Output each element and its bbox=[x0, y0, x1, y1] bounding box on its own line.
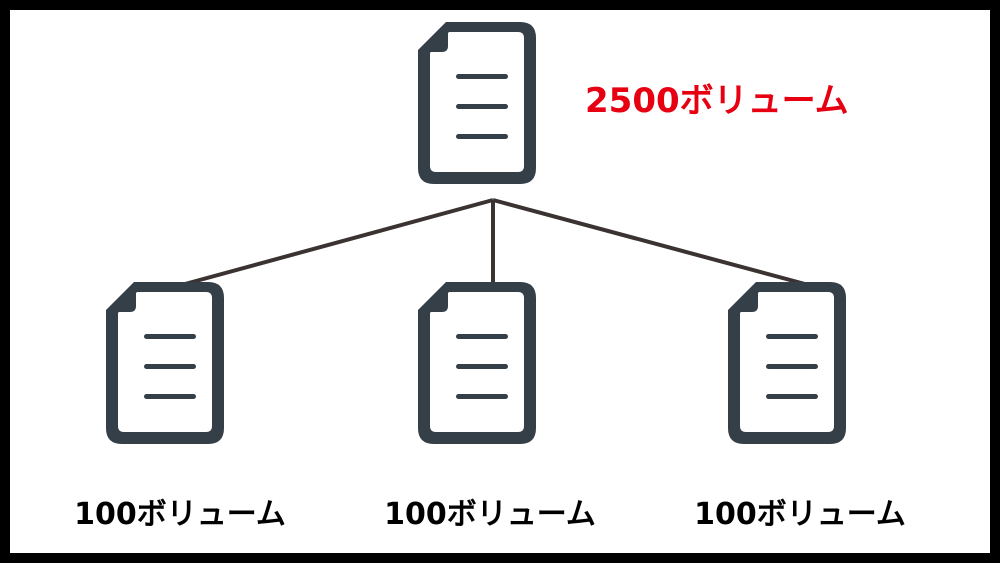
child-volume-label-2: 100ボリューム bbox=[384, 497, 596, 532]
child-volume-label-3: 100ボリューム bbox=[694, 497, 906, 532]
child-document-icon-1 bbox=[106, 282, 224, 444]
connector-left bbox=[184, 198, 494, 286]
child-document-icon-3 bbox=[728, 282, 846, 444]
connector-right bbox=[492, 198, 806, 286]
root-volume-label: 2500ボリューム bbox=[585, 81, 849, 121]
child-document-icon-2 bbox=[418, 282, 536, 444]
child-volume-label-1: 100ボリューム bbox=[74, 497, 286, 532]
root-document-icon bbox=[418, 22, 536, 184]
